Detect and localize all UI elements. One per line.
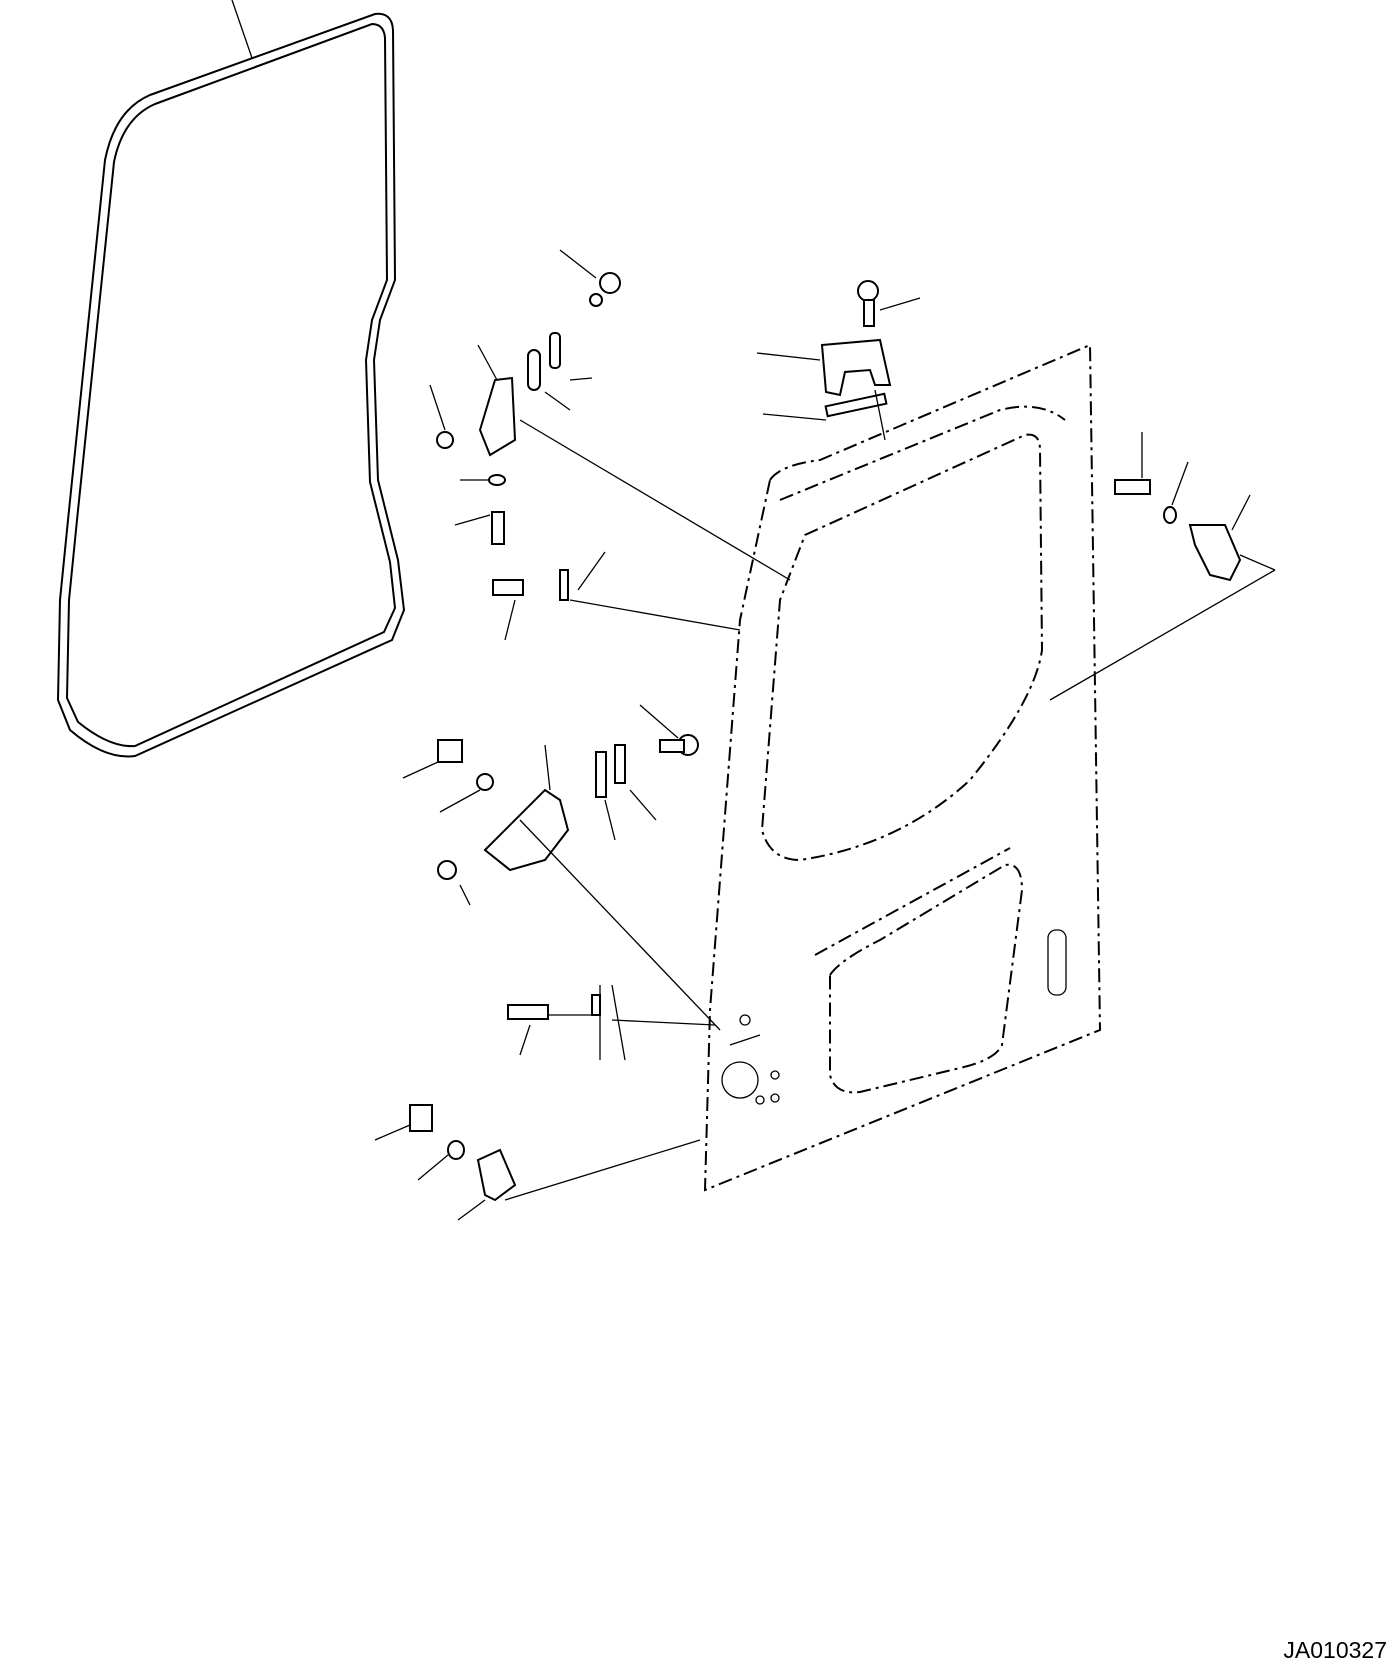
bolt xyxy=(491,511,505,545)
shim xyxy=(549,332,561,369)
washer xyxy=(1163,506,1177,524)
upper-hinge-group xyxy=(429,249,791,641)
washer xyxy=(476,773,494,791)
lower-hinge-group xyxy=(402,704,721,1031)
striker xyxy=(476,1148,517,1202)
bolt xyxy=(1114,479,1151,495)
washer xyxy=(488,474,506,486)
lower-hinge-bracket xyxy=(483,788,570,872)
shim xyxy=(824,392,888,418)
nut-icon xyxy=(436,431,454,449)
door-handle-recess xyxy=(1047,929,1067,996)
top-bracket-group xyxy=(756,280,921,441)
top-bracket xyxy=(820,338,892,397)
shim xyxy=(527,349,541,391)
bolt xyxy=(409,1104,433,1132)
lock-bolt-group xyxy=(507,984,716,1061)
upper-hinge-bracket xyxy=(478,376,517,457)
striker xyxy=(1188,524,1242,582)
shim xyxy=(614,744,626,784)
shim xyxy=(595,751,607,798)
bolt xyxy=(492,579,524,596)
nut-icon xyxy=(437,860,457,880)
bolt xyxy=(507,1004,549,1020)
lock-plate xyxy=(721,1061,759,1099)
bolt-head xyxy=(599,272,621,294)
bottom-striker-group xyxy=(374,1104,701,1221)
lower-window xyxy=(829,863,1024,1094)
drawing-code-label: JA010327 xyxy=(1283,1637,1387,1663)
door-panel xyxy=(703,343,1102,1192)
washer xyxy=(447,1140,465,1160)
right-striker-group xyxy=(1049,432,1276,701)
bolt xyxy=(437,739,463,763)
upper-window xyxy=(760,433,1044,862)
door-seal-gasket xyxy=(56,0,406,758)
leader-line xyxy=(231,0,253,59)
